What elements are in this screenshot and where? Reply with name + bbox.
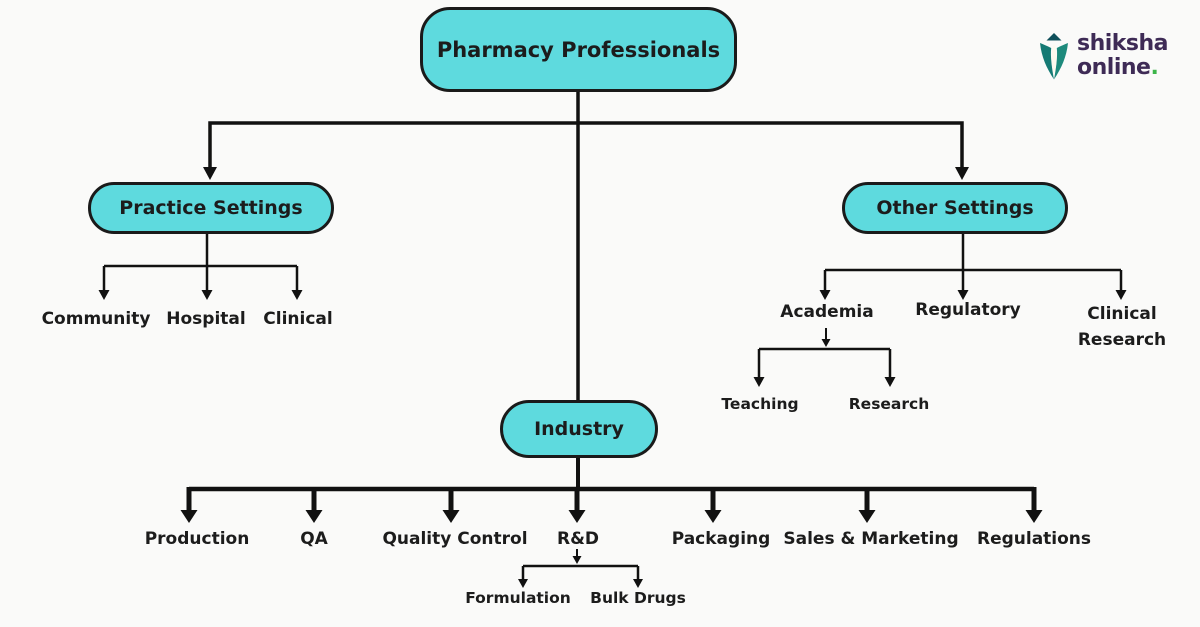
brand-suffix: online [1077,55,1151,80]
label-clinical-research: Clinical Research [1077,304,1167,351]
label-qa: QA [300,529,328,549]
node-pharmacy-professionals: Pharmacy Professionals [420,7,737,92]
arrowheads [98,167,1127,588]
label-sales-marketing: Sales & Marketing [783,529,959,549]
label-academia: Academia [780,302,874,322]
label-teaching: Teaching [721,395,799,413]
node-label: Practice Settings [119,197,303,219]
label-research: Research [848,395,930,413]
brand-text: shiksha online. [1077,31,1169,80]
label-clinical: Clinical [263,309,333,329]
node-other-settings: Other Settings [842,182,1068,234]
brand-dot: . [1150,55,1159,80]
label-bulk-drugs: Bulk Drugs [590,589,686,607]
label-regulatory: Regulatory [915,300,1021,320]
label-community: Community [41,309,151,329]
node-label: Industry [534,418,624,440]
label-quality-control: Quality Control [382,529,528,549]
node-practice-settings: Practice Settings [88,182,334,234]
label-rd: R&D [556,529,600,549]
node-industry: Industry [500,400,658,458]
label-formulation: Formulation [465,589,571,607]
label-regulations: Regulations [976,529,1092,549]
node-label: Other Settings [876,197,1034,219]
label-hospital: Hospital [166,309,246,329]
shiksha-logo-icon [1040,33,1068,80]
brand-name: shiksha [1077,31,1169,56]
label-packaging: Packaging [671,529,771,549]
node-label: Pharmacy Professionals [436,37,721,62]
brand-name-line2: online. [1077,56,1168,80]
label-production: Production [144,529,250,549]
brand-logo: shiksha online. [1037,31,1169,82]
